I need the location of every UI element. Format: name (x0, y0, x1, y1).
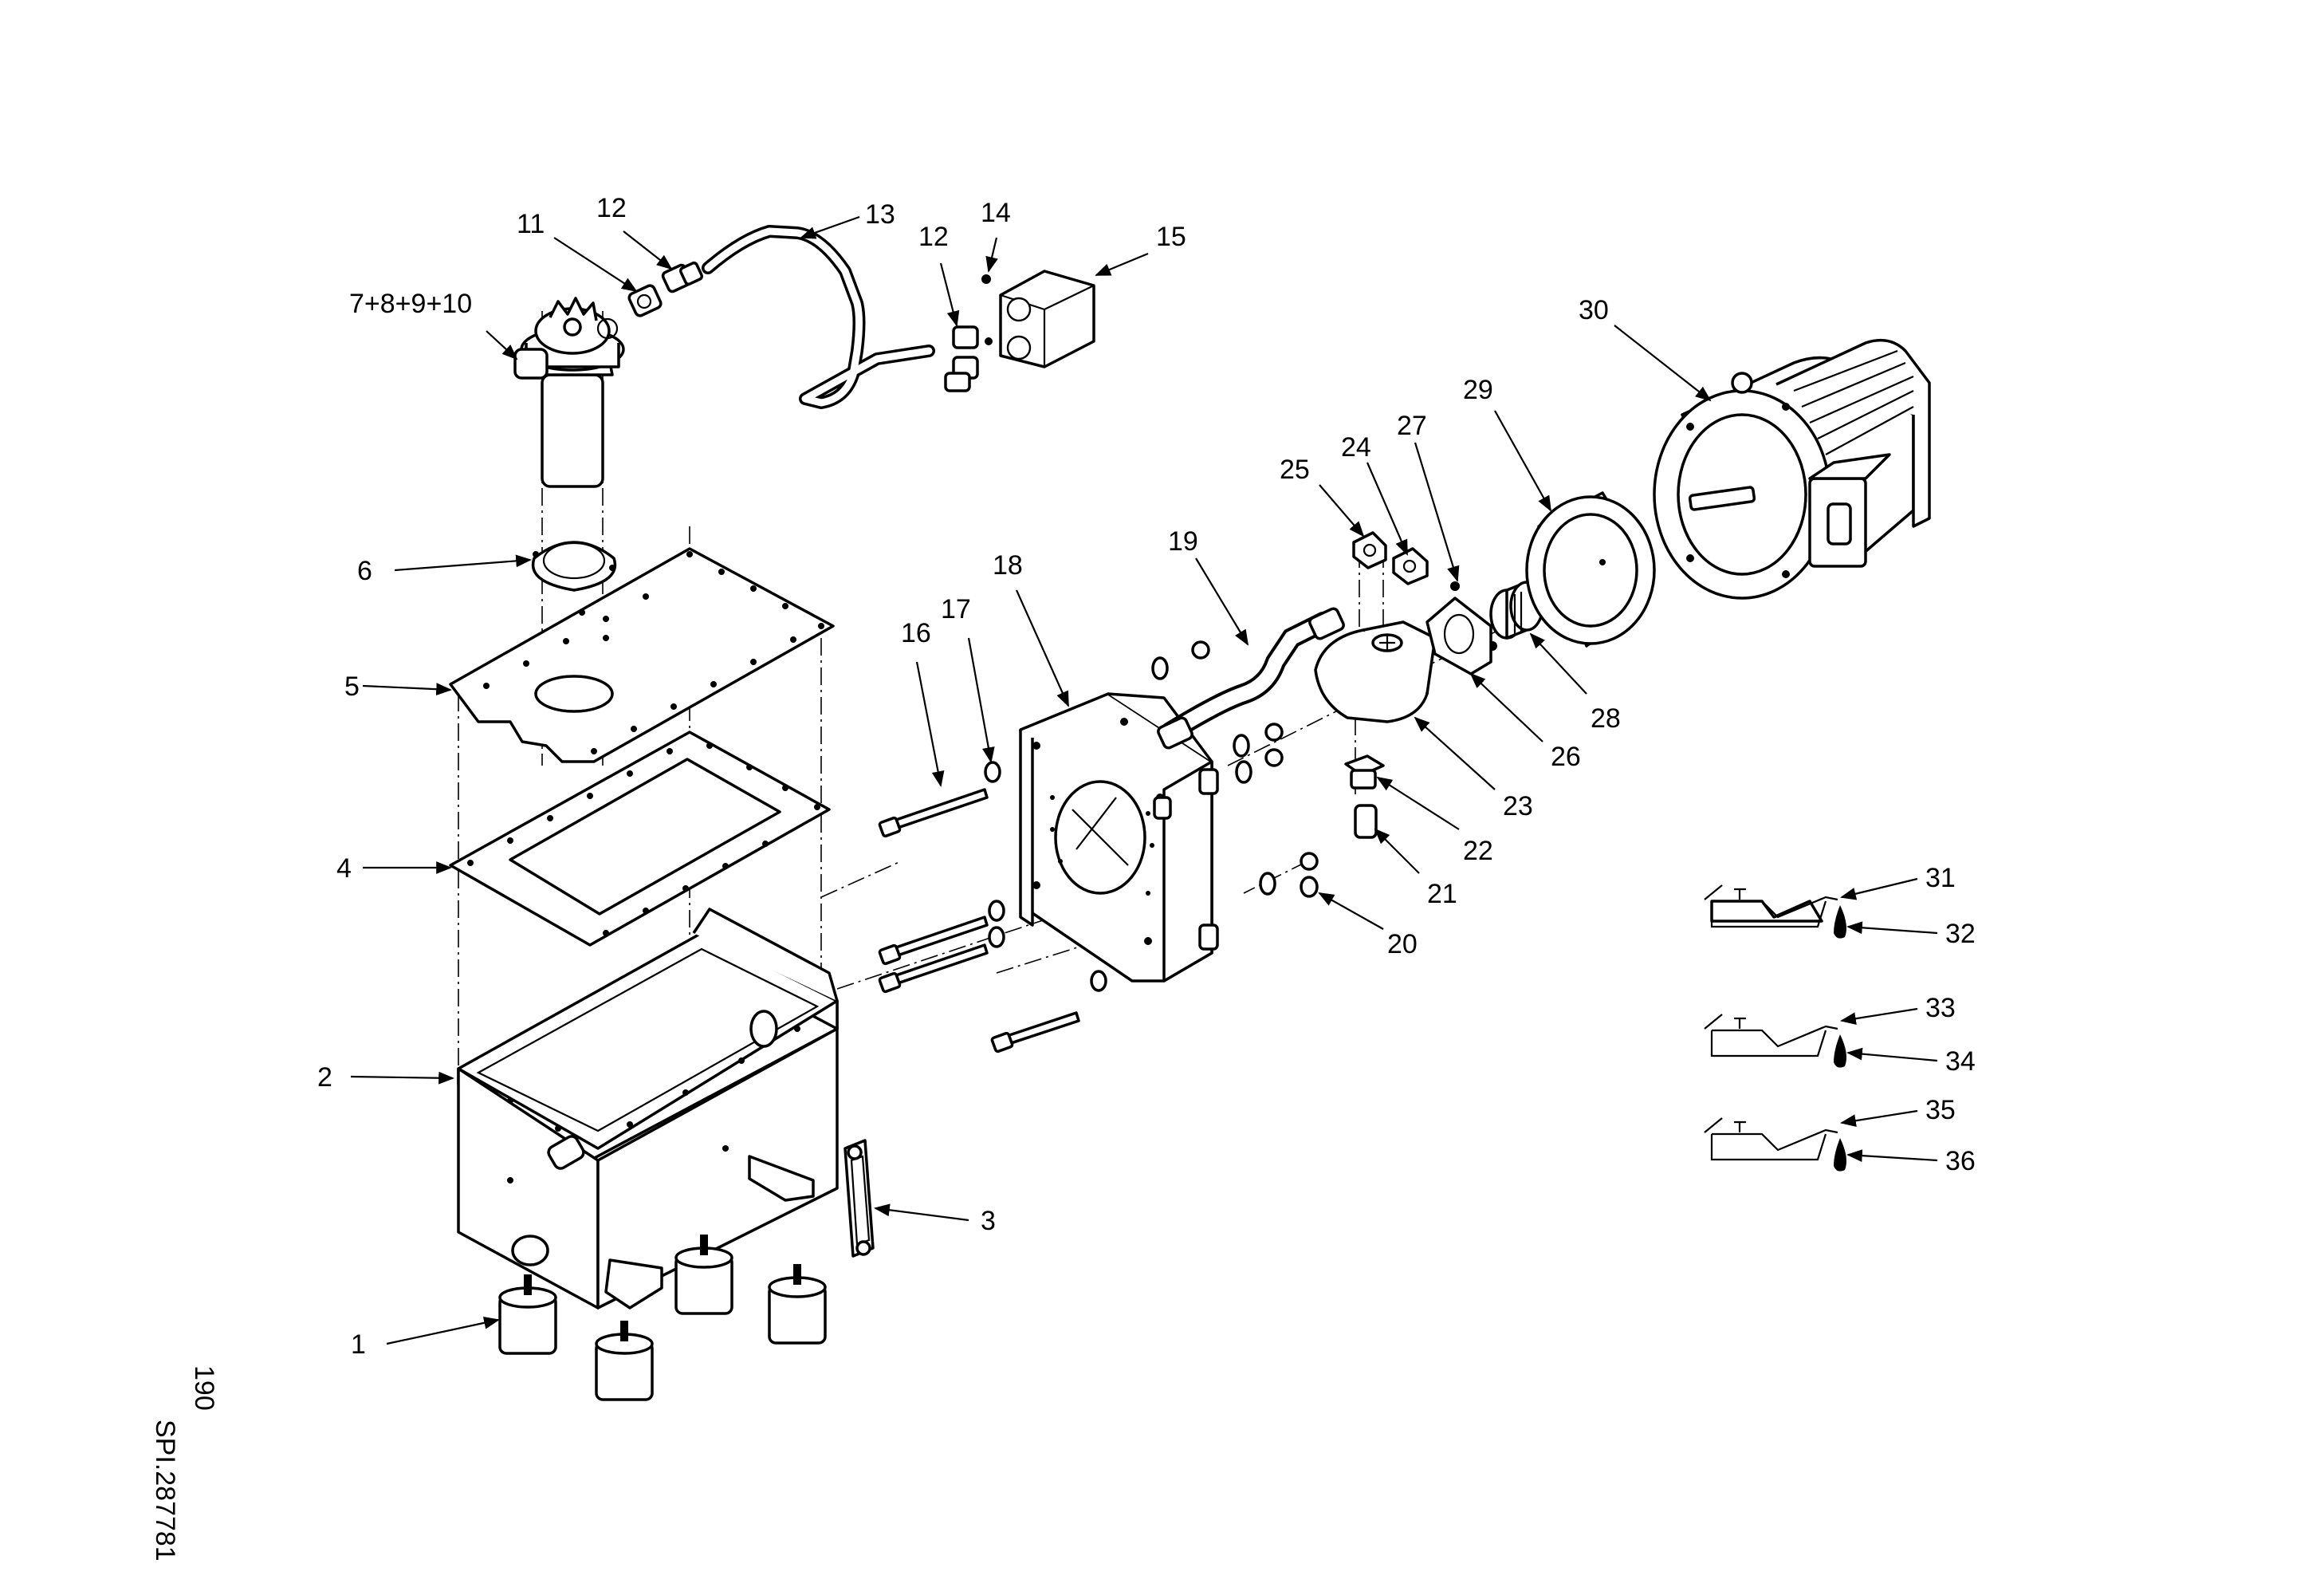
callout-25: 25 (1280, 455, 1310, 485)
callout-23: 23 (1503, 791, 1533, 821)
tank-gasket-frame (449, 731, 831, 947)
level-gauge (843, 1139, 875, 1258)
suction-fitting (1344, 754, 1385, 839)
coupling-housing (1525, 491, 1656, 648)
fitting-12-upper (661, 261, 704, 293)
oil-drop-icon (1834, 905, 1846, 939)
callout-5: 5 (344, 671, 360, 702)
callout-18: 18 (993, 550, 1023, 581)
callout-30: 30 (1579, 295, 1609, 325)
return-filter (513, 297, 625, 488)
callout-16: 16 (901, 618, 931, 648)
tank-cover-plate (449, 547, 835, 763)
fitting-12-lower (944, 325, 993, 392)
electric-motor (1653, 338, 1931, 600)
callout-24: 24 (1341, 432, 1371, 463)
callout-34: 34 (1945, 1046, 1976, 1077)
callout-2: 2 (317, 1062, 332, 1093)
oil-drop-icon (1834, 1138, 1846, 1172)
intermediate-flange (1425, 597, 1492, 675)
nut-20 (1300, 876, 1319, 898)
callout-26: 26 (1551, 742, 1581, 772)
callout-6: 6 (357, 556, 372, 586)
oil-drop-icon (1834, 1034, 1846, 1068)
rubber-foot (768, 1264, 827, 1345)
callout-13: 13 (865, 199, 895, 230)
hose-19 (1157, 607, 1345, 750)
drawing-number: SPI.287781 (150, 1420, 180, 1562)
callout-7-8-9-10: 7+8+9+10 (349, 289, 472, 319)
callout-12-lower: 12 (918, 222, 949, 252)
callout-11: 11 (517, 209, 545, 239)
callout-22: 22 (1463, 836, 1493, 866)
callout-1: 1 (351, 1329, 366, 1360)
leader-lines (350, 215, 1938, 1345)
callout-20: 20 (1387, 929, 1418, 959)
rubber-feet (498, 1235, 827, 1401)
callout-15: 15 (1156, 222, 1186, 252)
filter-gasket (531, 541, 617, 592)
callout-29: 29 (1463, 375, 1493, 405)
callout-27: 27 (1397, 411, 1427, 441)
connection-block (981, 270, 1095, 368)
callout-14: 14 (981, 198, 1011, 228)
callout-19: 19 (1168, 526, 1198, 557)
callout-17: 17 (941, 594, 971, 624)
callout-33: 33 (1925, 993, 1956, 1023)
oil-can-icon (1704, 1117, 1838, 1161)
rubber-foot (595, 1321, 654, 1401)
callout-36: 36 (1945, 1146, 1976, 1176)
callout-3: 3 (981, 1206, 996, 1236)
oil-can-icon (1704, 884, 1838, 928)
callout-12-upper: 12 (596, 193, 627, 223)
lubrication-symbols (1704, 884, 1846, 1172)
washers-and-nuts (1151, 640, 1319, 896)
plug-14 (981, 274, 991, 284)
callout-32: 32 (1945, 919, 1976, 949)
oil-can-icon (1704, 1014, 1838, 1057)
drawing-reference: SPI.287781 190 (150, 1365, 219, 1562)
pipe-13 (702, 225, 935, 409)
pressure-fittings (1352, 531, 1497, 651)
hydraulic-pump (1314, 620, 1437, 723)
callout-21: 21 (1427, 879, 1457, 909)
fitting-11 (627, 284, 663, 317)
callout-28: 28 (1591, 703, 1621, 734)
callout-labels: 1 2 3 4 5 6 7+8+9+10 11 12 12 13 14 15 1… (317, 193, 1976, 1360)
mounting-bolts (878, 761, 1107, 1053)
callout-4: 4 (336, 853, 352, 884)
rubber-foot (498, 1274, 557, 1355)
callout-31: 31 (1925, 863, 1956, 893)
rubber-foot (674, 1235, 733, 1315)
tank-body (457, 908, 839, 1309)
page-number: 190 (189, 1365, 219, 1411)
callout-35: 35 (1925, 1095, 1956, 1125)
